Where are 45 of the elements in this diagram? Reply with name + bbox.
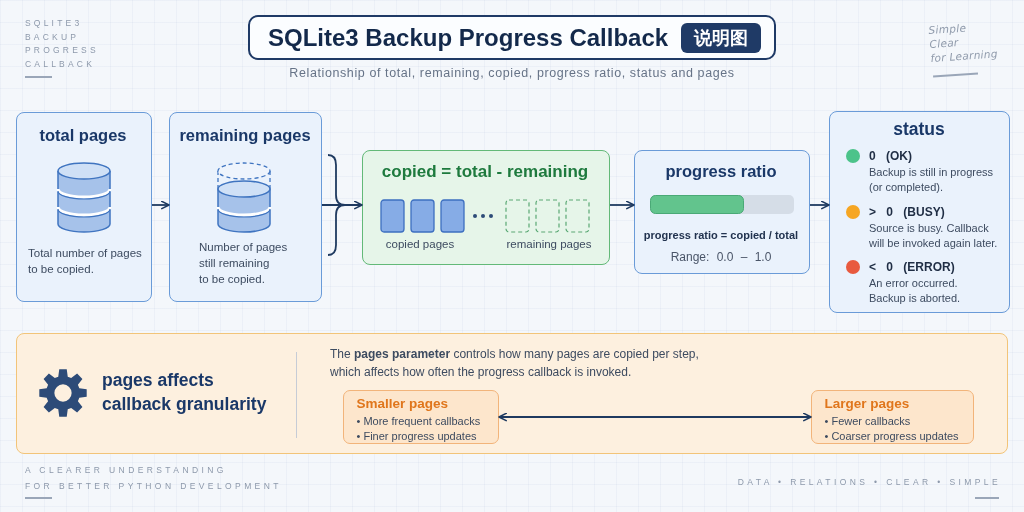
arrow bbox=[321, 200, 363, 210]
comparison-box bbox=[810, 389, 974, 444]
box-title: Smaller pages bbox=[356, 395, 449, 412]
card-title: progress ratio bbox=[665, 161, 777, 181]
formula-box bbox=[362, 150, 610, 265]
range-text: Range: 0.0 – 1.0 bbox=[670, 250, 772, 264]
status-code: < 0 (ERROR) bbox=[869, 260, 955, 274]
description: Backup is still in progress (or completed). bbox=[869, 165, 994, 195]
arrow bbox=[609, 200, 635, 210]
subtitle: Relationship of total, remaining, copied, progress ratio, status and pages bbox=[289, 66, 735, 81]
list-item: • More frequent callbacks bbox=[356, 414, 481, 428]
comparison-box bbox=[342, 389, 499, 444]
description: Number of pages still remaining to be copied. bbox=[199, 240, 288, 287]
arrow bbox=[151, 200, 170, 210]
formula-text: progress ratio = copied / total bbox=[643, 228, 799, 242]
caption-text: remaining pages bbox=[506, 237, 592, 251]
description: An error occurred. Backup is aborted. bbox=[869, 276, 961, 306]
box-title: Larger pages bbox=[824, 395, 910, 412]
double-arrow bbox=[498, 412, 812, 422]
status-panel bbox=[829, 111, 1010, 313]
info-band bbox=[16, 333, 1008, 454]
list-item: • Finer progress updates bbox=[356, 429, 477, 443]
status-code: > 0 (BUSY) bbox=[869, 205, 945, 219]
title: SQLite3 Backup Progress Callback bbox=[268, 24, 669, 52]
footer-note: A CLEARER UNDERSTANDING FOR BETTER PYTHON DEVELOPMENT bbox=[25, 464, 282, 493]
list-item: • Coarser progress updates bbox=[824, 429, 959, 443]
paragraph: The pages parameter controls how many pages are copied per step, which affects how often the progress callback is invoked. bbox=[330, 346, 699, 381]
info-card bbox=[634, 150, 810, 274]
title-badge: 说明图 bbox=[681, 23, 761, 53]
status-code: 0 (OK) bbox=[869, 149, 912, 163]
band-title: pages affects callback granularity bbox=[102, 369, 267, 416]
side-note: Simple Clear for Learning bbox=[928, 20, 999, 65]
info-card bbox=[16, 112, 152, 302]
info-card bbox=[169, 112, 322, 302]
description: Total number of pages to be copied. bbox=[28, 246, 142, 277]
card-title: total pages bbox=[39, 125, 127, 145]
card-title: status bbox=[893, 119, 945, 139]
card-title: remaining pages bbox=[179, 125, 311, 145]
description: Source is busy. Callback will be invoked again later. bbox=[869, 221, 998, 251]
formula-title: copied = total - remaining bbox=[381, 162, 589, 182]
side-note: SQLITE3 BACKUP PROGRESS CALLBACK bbox=[25, 17, 99, 71]
footer-note: DATA • RELATIONS • CLEAR • SIMPLE bbox=[737, 476, 1001, 489]
list-item: • Fewer callbacks bbox=[824, 414, 911, 428]
caption-text: copied pages bbox=[385, 237, 455, 251]
arrow bbox=[809, 200, 830, 210]
